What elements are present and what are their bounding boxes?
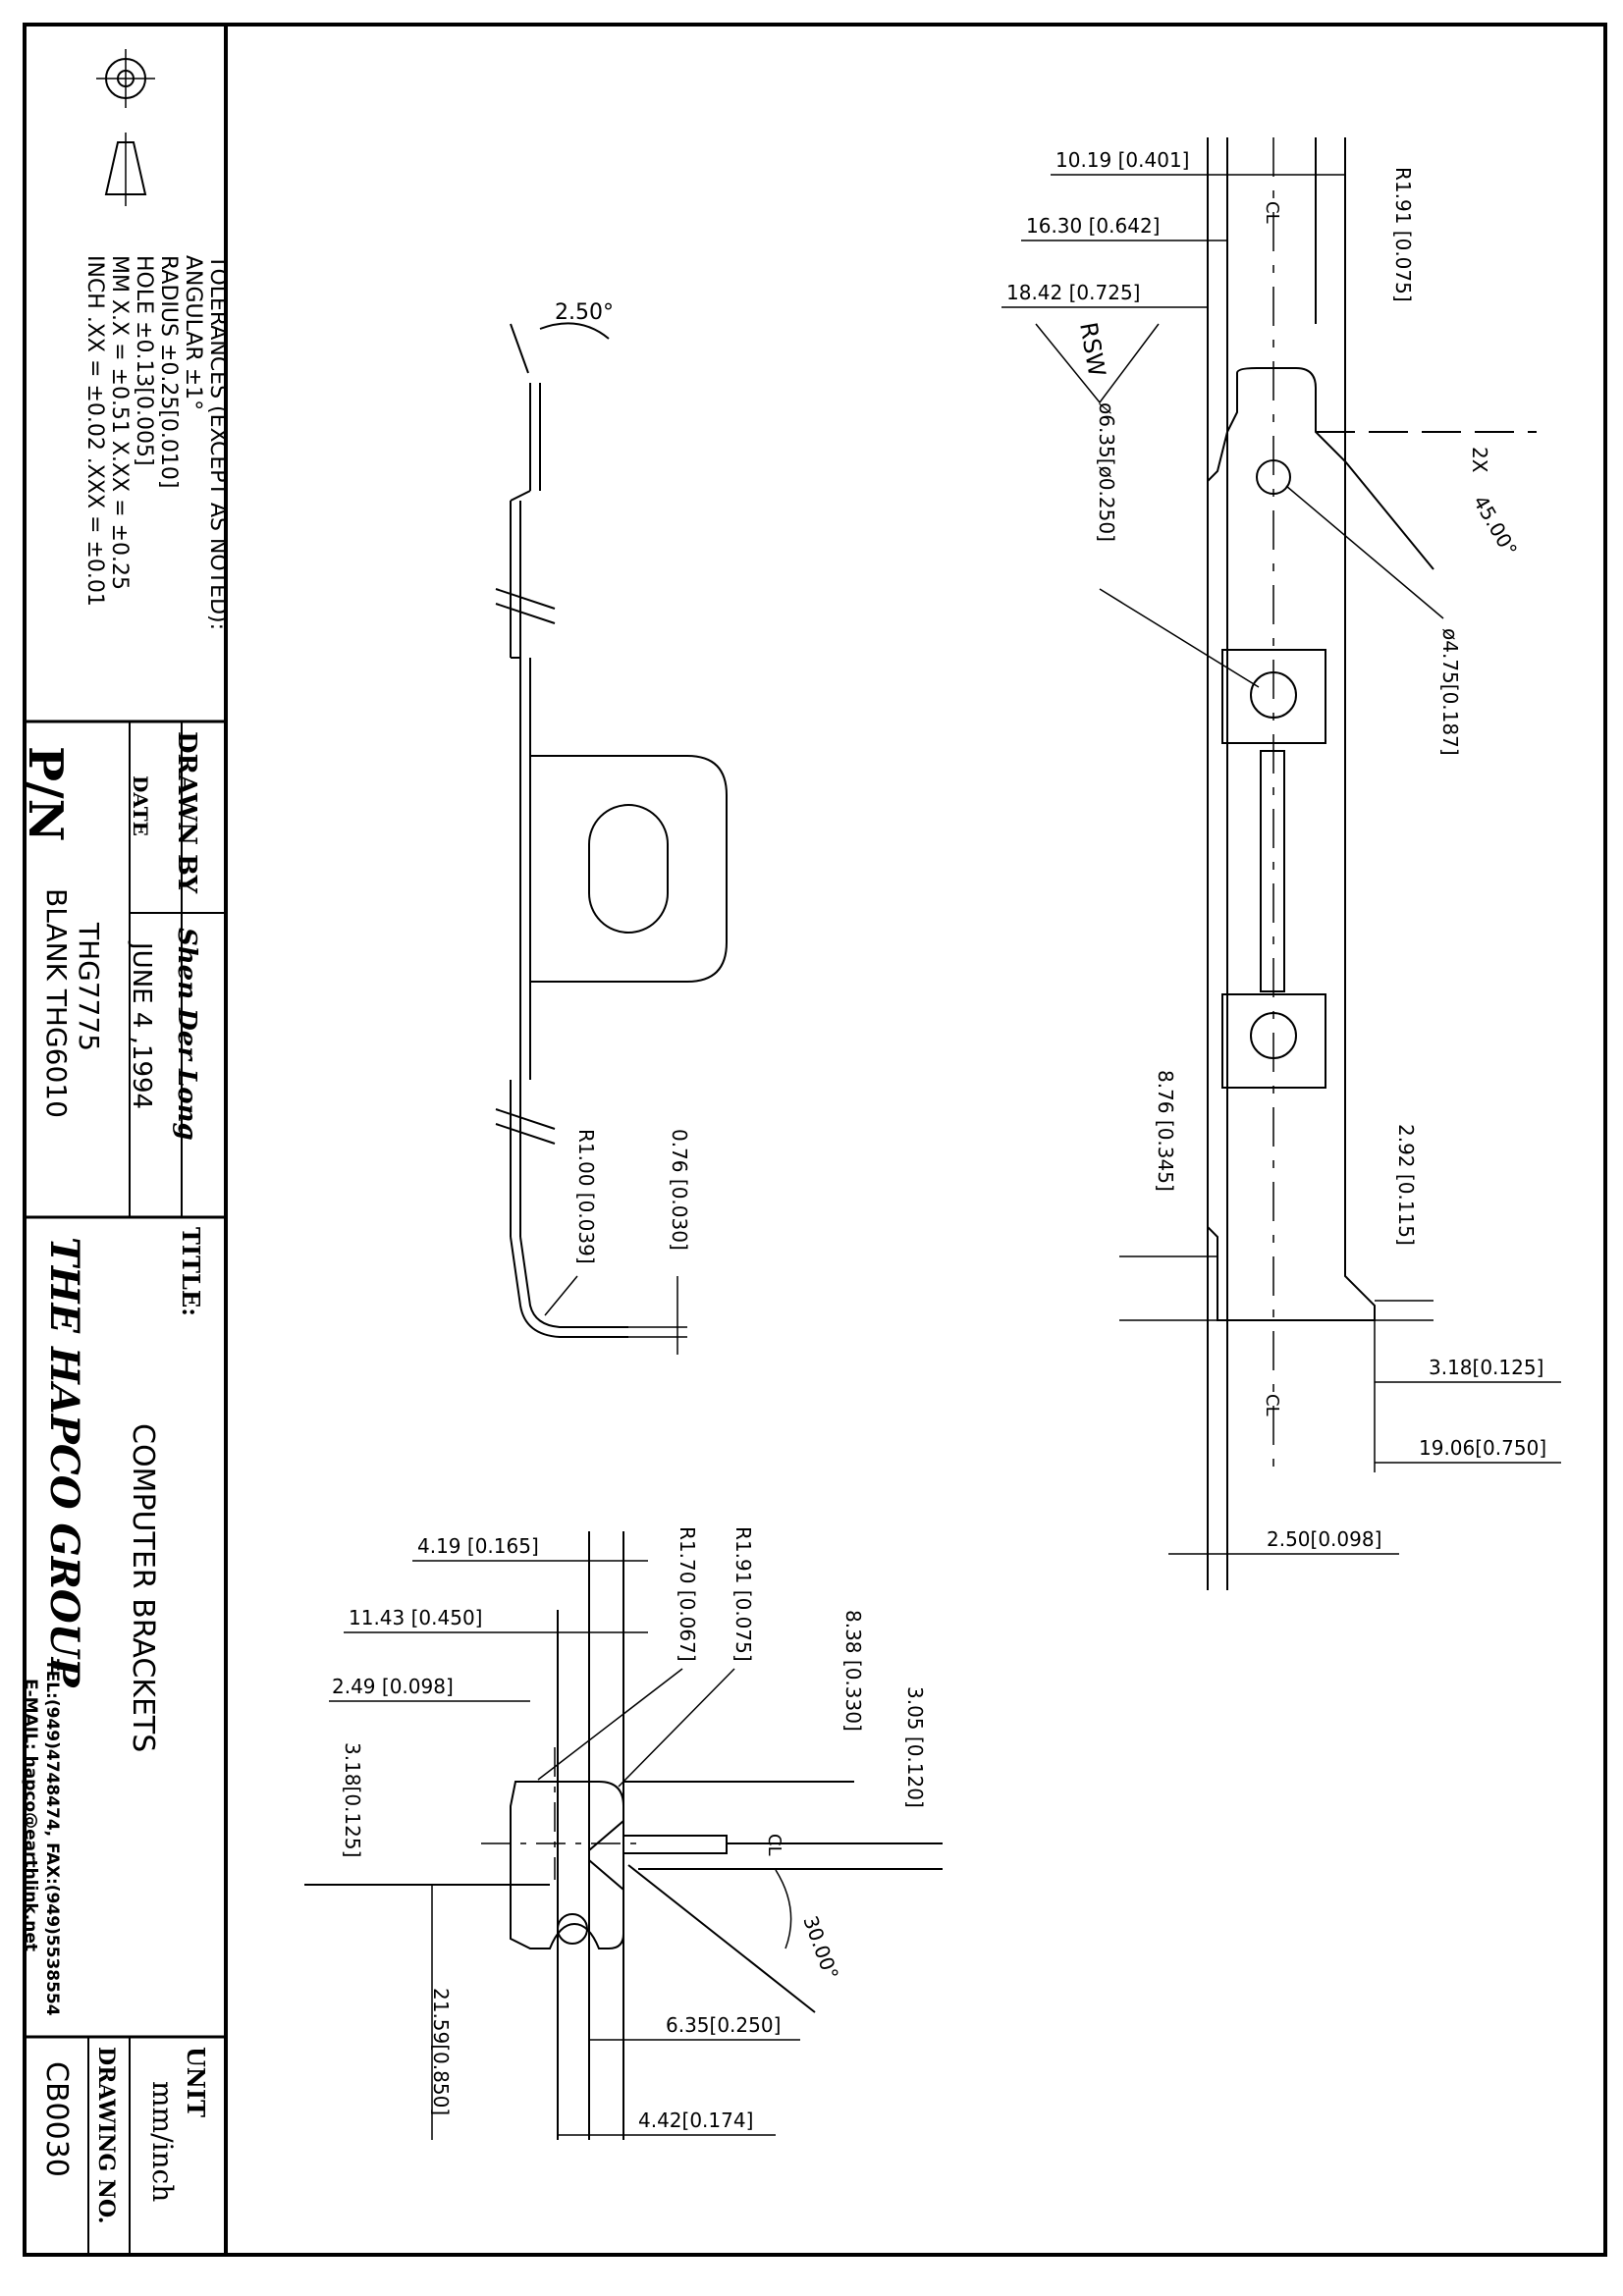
dim-top-hole2: ø4.75[0.187] (1438, 628, 1462, 756)
dim-hole-leader (1099, 588, 1260, 688)
dim-top-d1: 10.19 [0.401] (1055, 148, 1189, 172)
dim-top-hole1: ø6.35[ø0.250] (1095, 402, 1118, 542)
dim-bot-d5: 8.38 [0.330] (841, 1610, 865, 1732)
rsw-symbol (1035, 323, 1160, 404)
pn-label: P/N (18, 746, 73, 842)
dim-bot-d8: 21.59[0.850] (429, 1988, 453, 2115)
dim-bot-d6: 3.05 [0.120] (903, 1686, 927, 1808)
dim-bot-d7: 6.35[0.250] (666, 2013, 781, 2037)
dim-hole-leader (1285, 485, 1444, 619)
tolerance-angular: ANGULAR ±1° (181, 255, 205, 410)
dim-bot-r1-leader (537, 1668, 683, 1781)
side-leader (544, 1275, 578, 1316)
dim-bot-d4: 3.18[0.125] (341, 1742, 364, 1857)
dim-bot-angle-arc (775, 1869, 792, 1949)
side-radius-label: R1.00 [0.039] (574, 1129, 598, 1264)
dim-bot-d3: 2.49 [0.098] (332, 1675, 454, 1698)
side-angle-label: 2.50° (555, 300, 614, 325)
dim-bot-r2: R1.91 [0.075] (731, 1526, 755, 1662)
dim-top-d2: 16.30 [0.642] (1026, 214, 1160, 238)
company-name: THE HAPCO GROUP (41, 1237, 87, 1689)
unit-value: mm/inch (146, 2081, 179, 2202)
top-view (1207, 137, 1537, 1590)
centerline-mark-bottom: CL (1262, 1394, 1282, 1416)
dim-bot-r2-leader (618, 1668, 735, 1788)
dim-bot-d2: 11.43 [0.450] (349, 1606, 482, 1629)
title-value: COMPUTER BRACKETS (126, 1423, 160, 1752)
centerline-mark-top: CL (1262, 201, 1282, 224)
pn-value: THG7775 (73, 922, 105, 1051)
dim-top-r: R1.91 [0.075] (1391, 167, 1415, 302)
date-label: DATE (129, 775, 152, 836)
dim-bot-r1: R1.70 [0.067] (676, 1526, 699, 1662)
side-view (495, 322, 728, 1338)
drawing-no-value: CB0030 (39, 2061, 74, 2177)
drawn-by-label: DRAWN BY (172, 731, 201, 894)
dim-bot-d9: 4.42[0.174] (638, 2109, 753, 2132)
dim-top-d4: 8.76 [0.345] (1154, 1070, 1177, 1192)
side-thickness-label: 0.76 [0.030] (668, 1129, 691, 1251)
dim-top-d5: 2.92 [0.115] (1394, 1124, 1418, 1246)
date-value: JUNE 4 ,1994 (127, 940, 156, 1109)
title-label: TITLE: (177, 1227, 205, 1316)
dim-bot-d1: 4.19 [0.165] (417, 1534, 539, 1558)
dim-top-d7: 19.06[0.750] (1419, 1436, 1546, 1460)
tolerance-mm: MM X.X = ±0.51 X.XX = ±0.25 (107, 255, 132, 590)
dim-top-d6: 3.18[0.125] (1429, 1356, 1543, 1379)
drawing-no-label: DRAWING NO. (93, 2047, 119, 2224)
tolerance-radius: RADIUS ±0.25[0.010] (156, 255, 181, 489)
centerline-mark-bottom-view: CL (764, 1834, 784, 1856)
sheet-border (23, 23, 1607, 2257)
bottom-view (304, 1531, 943, 2140)
dim-bot-angle: 30.00° (798, 1913, 843, 1983)
dim-top-d3: 18.42 [0.725] (1006, 281, 1140, 304)
dim-top-chamfer-angle: 45.00° (1469, 492, 1522, 561)
dim-top-chamfer-count: 2X (1468, 447, 1491, 473)
unit-label: UNIT (182, 2047, 210, 2117)
projection-symbol (96, 49, 155, 206)
dim-top-d8: 2.50[0.098] (1267, 1527, 1381, 1551)
tolerance-header: TOLERANCES (EXCEPT AS NOTED): (205, 254, 230, 630)
company-email: E-MAIL: hapco@earthlink.net (21, 1679, 40, 1951)
dim-top-rsw: RSW (1074, 320, 1110, 379)
company-tel-fax: TEL:(949)4748474, FAX:(949)5538554 (42, 1659, 62, 2016)
tolerance-hole: HOLE ±0.13[0.005] (132, 255, 156, 466)
pn-blank: BLANK THG6010 (40, 888, 73, 1118)
drawn-by-value: Shen Der Long (172, 928, 201, 1141)
tolerance-inch: INCH .XX = ±0.02 .XXX = ±0.01 (82, 255, 107, 607)
